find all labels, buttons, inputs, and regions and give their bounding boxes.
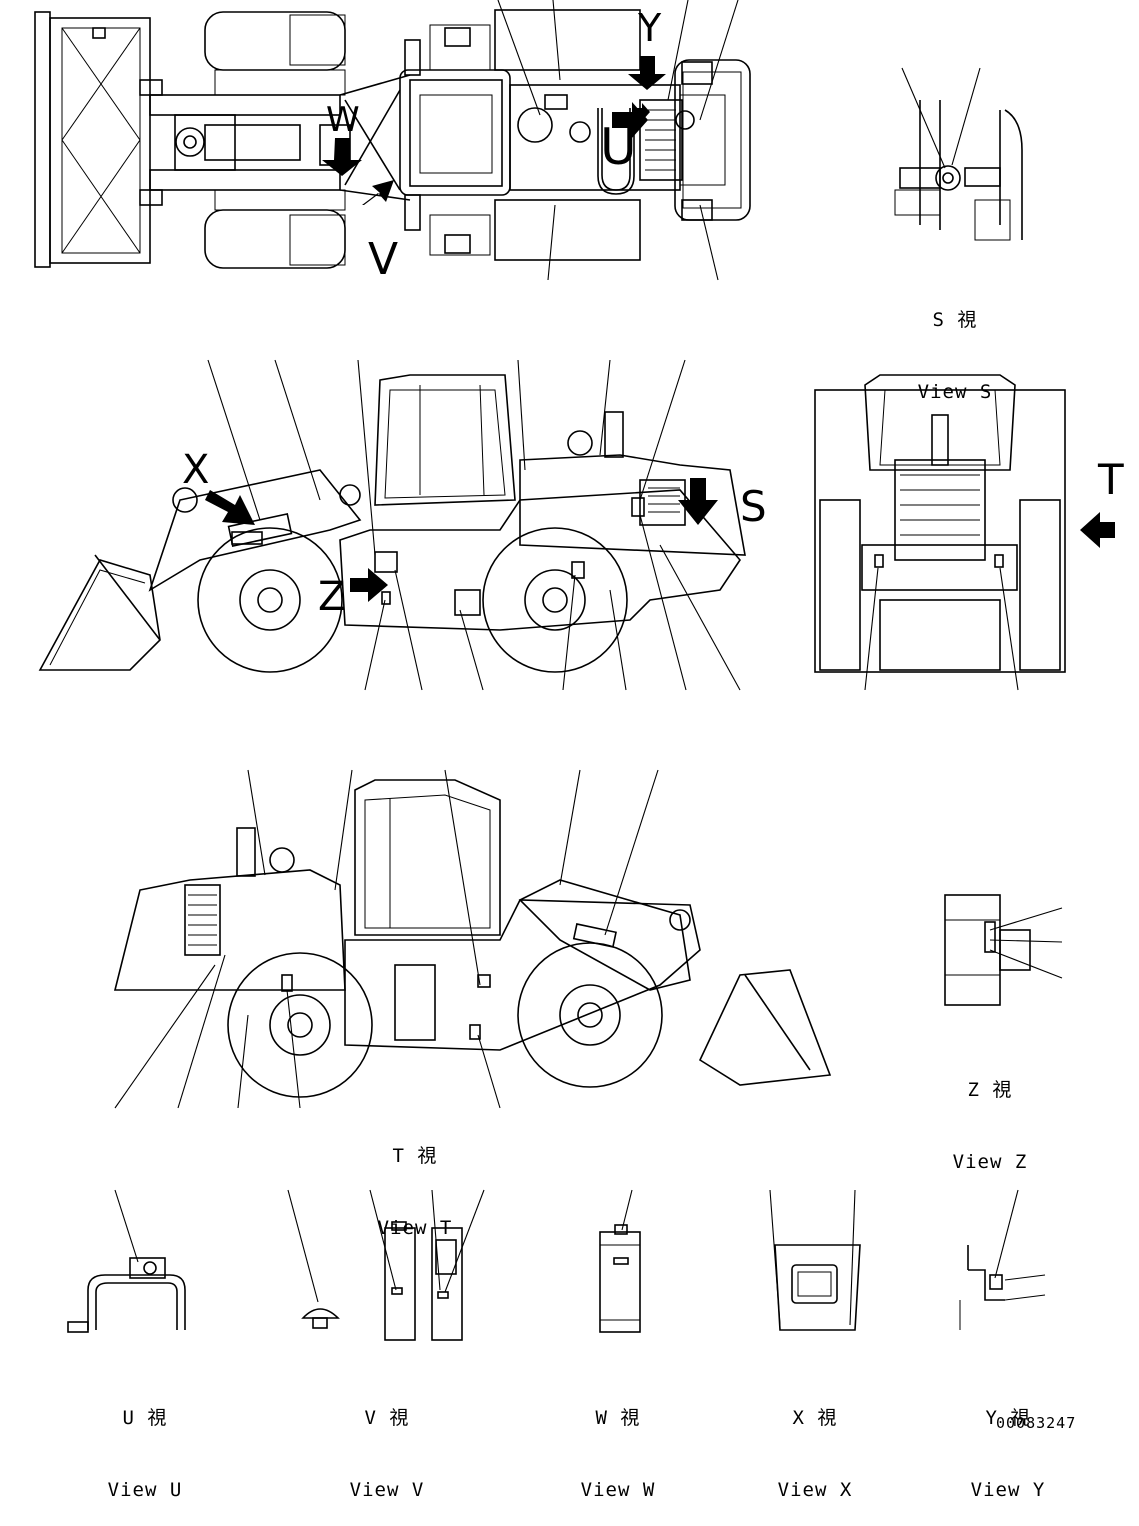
document-number: 00083247 [996, 1414, 1077, 1432]
view-y-caption: Y 視 View Y [970, 1407, 1046, 1501]
marker-w: W [326, 100, 360, 140]
marker-z: Z [318, 574, 346, 620]
view-t-caption: T 視 View T [377, 1145, 453, 1239]
view-x-detail [769, 1189, 861, 1331]
marker-s: S [740, 482, 767, 531]
view-v-caption: V 視 View V [349, 1407, 425, 1501]
view-z-caption: Z 視 View Z [952, 1079, 1028, 1173]
rear-view-drawing [814, 374, 1115, 691]
marker-u: U [600, 118, 637, 176]
view-y-detail [959, 1189, 1046, 1330]
view-u-detail [67, 1189, 186, 1333]
left-side-view-drawing [38, 359, 746, 691]
marker-x: X [182, 447, 210, 493]
top-view-drawing [34, 0, 751, 281]
view-x-caption: X 視 View X [777, 1407, 853, 1501]
marker-v: V [368, 234, 399, 285]
view-s-detail [894, 67, 1023, 241]
view-w-caption: W 視 View W [580, 1407, 656, 1501]
view-w-detail [599, 1189, 641, 1333]
line-drawing [34, 0, 1115, 1341]
marker-y: Y [638, 6, 662, 50]
marker-t: T [1098, 455, 1124, 504]
view-v-detail [287, 1189, 485, 1341]
parts-diagram-sheet: W V Y U X Z S T S 視 View S T 視 View T U … [34, 0, 1124, 1501]
right-side-view-drawing [113, 769, 832, 1109]
view-z-detail [944, 894, 1063, 1006]
view-u-caption: U 視 View U [107, 1407, 183, 1501]
view-s-caption: S 視 View S [917, 309, 993, 403]
